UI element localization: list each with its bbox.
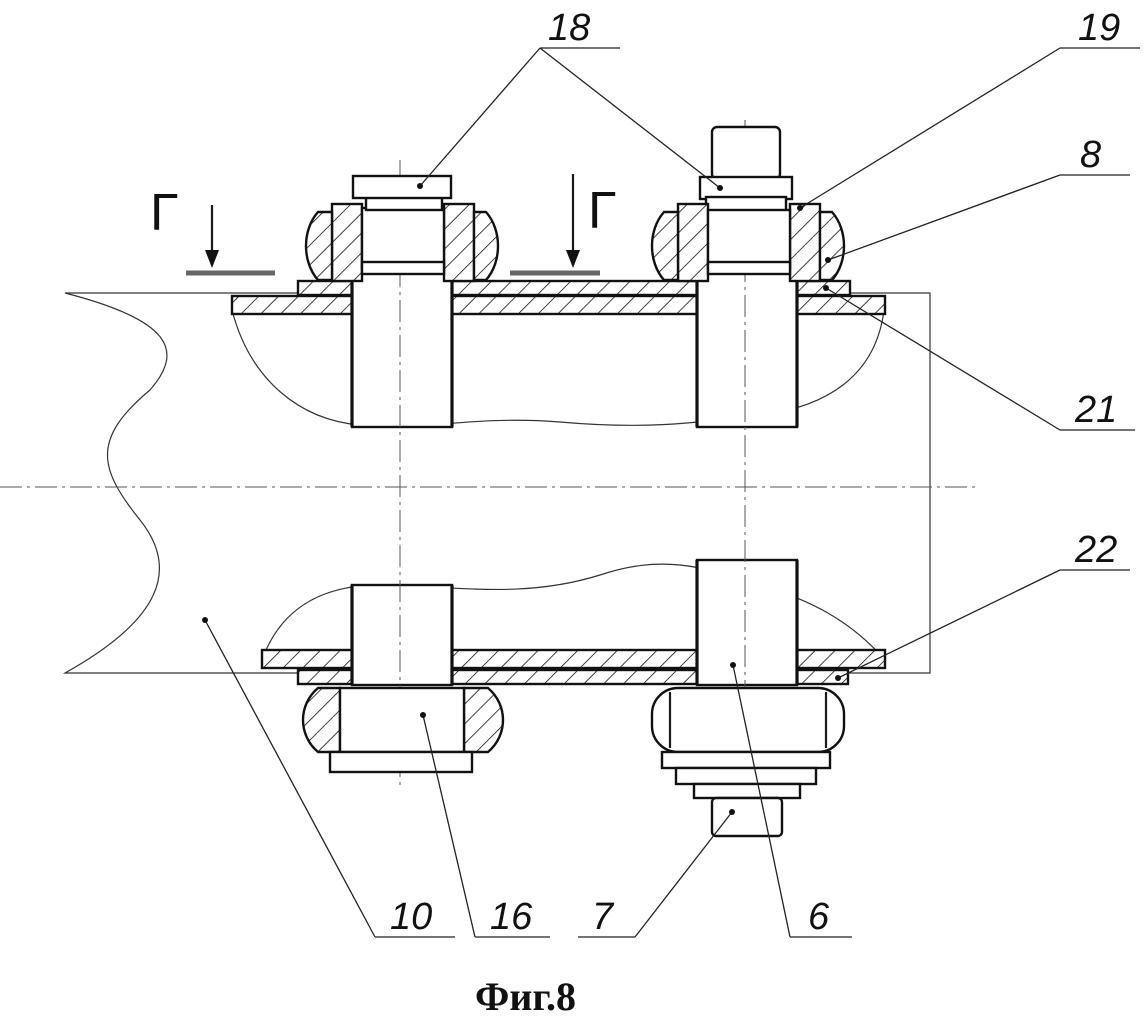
body-outline [0, 293, 980, 673]
label-18: 18 [548, 7, 590, 49]
upper-right-roller [652, 127, 844, 281]
label-19: 19 [1078, 7, 1120, 49]
section-marker-left: Г [150, 184, 275, 273]
label-21: 21 [1074, 389, 1117, 431]
svg-text:Г: Г [150, 184, 178, 242]
lower-left-roller [303, 688, 503, 772]
label-6: 6 [808, 896, 830, 938]
section-marker-right: Г [510, 174, 616, 273]
label-7: 7 [592, 896, 615, 938]
leader-lines [205, 48, 1140, 937]
label-22: 22 [1074, 529, 1117, 571]
figure-caption: Фиг.8 [475, 974, 576, 1019]
label-8: 8 [1080, 134, 1101, 176]
label-16: 16 [490, 896, 533, 938]
label-10: 10 [390, 896, 432, 938]
lower-right-wheel [652, 688, 844, 836]
svg-text:Г: Г [588, 182, 616, 240]
upper-left-roller [306, 176, 498, 281]
